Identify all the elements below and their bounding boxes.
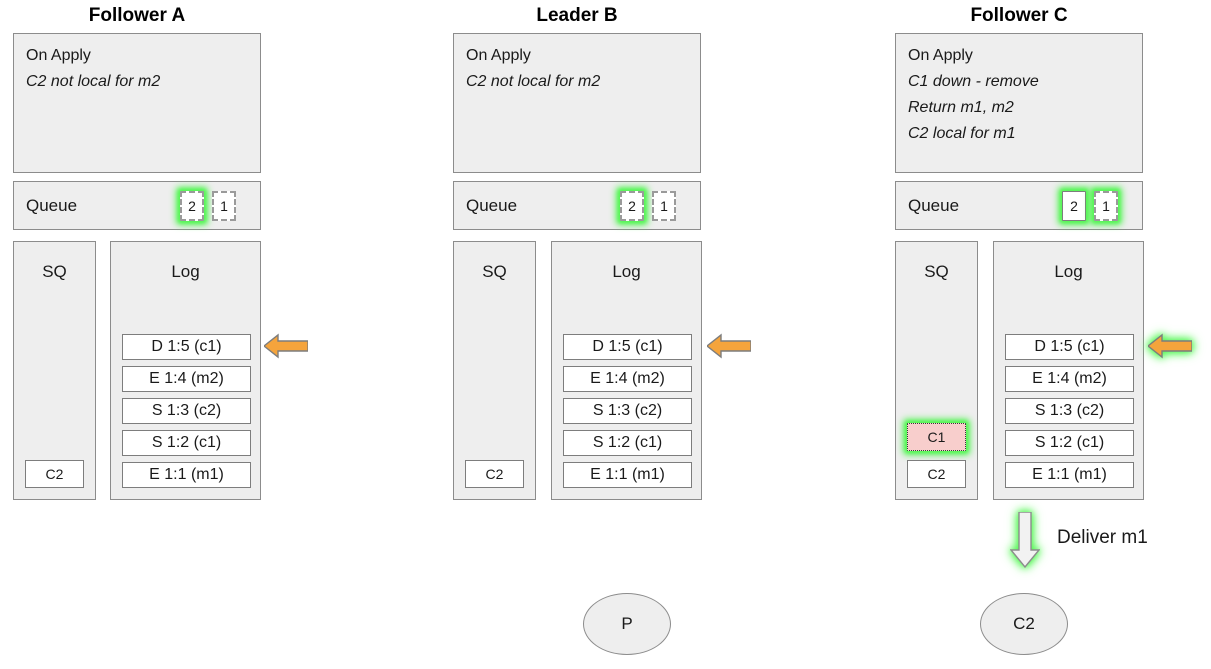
sq-entry-c2[interactable]: C2 — [907, 460, 966, 488]
sq-entry-c1[interactable]: C1 — [907, 423, 966, 451]
append-arrow-follower-c — [1148, 333, 1192, 359]
queue-label: Queue — [908, 195, 960, 215]
on-apply-line: C2 local for m1 — [908, 125, 1016, 142]
sq-heading: SQ — [42, 262, 67, 281]
log-entry[interactable]: E 1:1 (m1) — [122, 462, 251, 488]
log-panel-follower-a: Log D 1:5 (c1) E 1:4 (m2) S 1:3 (c2) S 1… — [110, 241, 261, 500]
sq-entry-c2[interactable]: C2 — [25, 460, 84, 488]
queue-slots: 2 1 — [620, 190, 676, 221]
log-entries: D 1:5 (c1) E 1:4 (m2) S 1:3 (c2) S 1:2 (… — [1005, 334, 1134, 488]
on-apply-line: C2 not local for m2 — [26, 73, 161, 90]
log-entry[interactable]: S 1:3 (c2) — [1005, 398, 1134, 424]
on-apply-box-follower-c: On Apply C1 down - remove Return m1, m2 … — [895, 33, 1143, 173]
sq-heading: SQ — [924, 262, 949, 281]
column-title-follower-a: Follower A — [88, 5, 186, 26]
on-apply-header: On Apply — [26, 47, 91, 64]
queue-label: Queue — [466, 195, 518, 215]
on-apply-line: C2 not local for m2 — [466, 73, 601, 90]
deliver-label: Deliver m1 — [1057, 527, 1148, 548]
deliver-arrow-follower-c — [1010, 512, 1040, 568]
append-arrow-follower-a — [264, 333, 308, 359]
on-apply-line: Return m1, m2 — [908, 99, 1014, 116]
log-panel-leader-b: Log D 1:5 (c1) E 1:4 (m2) S 1:3 (c2) S 1… — [551, 241, 702, 500]
log-heading: Log — [171, 262, 200, 281]
log-entries: D 1:5 (c1) E 1:4 (m2) S 1:3 (c2) S 1:2 (… — [122, 334, 251, 488]
queue-slots: 2 1 — [180, 190, 236, 221]
queue-slot-2[interactable]: 2 — [1062, 190, 1086, 221]
client-node-p[interactable]: P — [583, 593, 671, 655]
queue-slot-1[interactable]: 1 — [652, 190, 676, 221]
log-entry[interactable]: E 1:4 (m2) — [563, 366, 692, 392]
queue-slot-1[interactable]: 1 — [1094, 190, 1118, 221]
log-entry[interactable]: S 1:2 (c1) — [122, 430, 251, 456]
log-panel-follower-c: Log D 1:5 (c1) E 1:4 (m2) S 1:3 (c2) S 1… — [993, 241, 1144, 500]
log-entry[interactable]: E 1:4 (m2) — [122, 366, 251, 392]
queue-slot-1[interactable]: 1 — [212, 190, 236, 221]
log-entry[interactable]: D 1:5 (c1) — [122, 334, 251, 360]
queue-label: Queue — [26, 195, 78, 215]
queue-bar-leader-b: Queue 2 1 — [453, 181, 701, 230]
log-entry[interactable]: S 1:3 (c2) — [563, 398, 692, 424]
on-apply-box-follower-a: On Apply C2 not local for m2 — [13, 33, 261, 173]
append-arrow-leader-b — [707, 333, 751, 359]
column-title-follower-c: Follower C — [970, 5, 1068, 26]
log-entry[interactable]: E 1:1 (m1) — [563, 462, 692, 488]
queue-slot-2[interactable]: 2 — [620, 190, 644, 221]
log-entry[interactable]: E 1:1 (m1) — [1005, 462, 1134, 488]
client-node-c2[interactable]: C2 — [980, 593, 1068, 655]
log-entry[interactable]: S 1:2 (c1) — [563, 430, 692, 456]
queue-slots: 2 1 — [1062, 190, 1118, 221]
on-apply-header: On Apply — [466, 47, 531, 64]
log-entries: D 1:5 (c1) E 1:4 (m2) S 1:3 (c2) S 1:2 (… — [563, 334, 692, 488]
queue-bar-follower-a: Queue 2 1 — [13, 181, 261, 230]
log-entry[interactable]: S 1:3 (c2) — [122, 398, 251, 424]
on-apply-header: On Apply — [908, 47, 973, 64]
on-apply-box-leader-b: On Apply C2 not local for m2 — [453, 33, 701, 173]
log-entry[interactable]: S 1:2 (c1) — [1005, 430, 1134, 456]
log-entry[interactable]: E 1:4 (m2) — [1005, 366, 1134, 392]
log-heading: Log — [1054, 262, 1083, 281]
sq-panel-leader-b: SQ C2 — [453, 241, 536, 500]
column-title-leader-b: Leader B — [536, 5, 618, 26]
log-entry[interactable]: D 1:5 (c1) — [1005, 334, 1134, 360]
sq-panel-follower-a: SQ C2 — [13, 241, 96, 500]
log-entry[interactable]: D 1:5 (c1) — [563, 334, 692, 360]
sq-panel-follower-c: SQ C1 C2 — [895, 241, 978, 500]
sq-entry-c2[interactable]: C2 — [465, 460, 524, 488]
queue-slot-2[interactable]: 2 — [180, 190, 204, 221]
on-apply-line: C1 down - remove — [908, 73, 1039, 90]
log-heading: Log — [612, 262, 641, 281]
sq-heading: SQ — [482, 262, 507, 281]
queue-bar-follower-c: Queue 2 1 — [895, 181, 1143, 230]
